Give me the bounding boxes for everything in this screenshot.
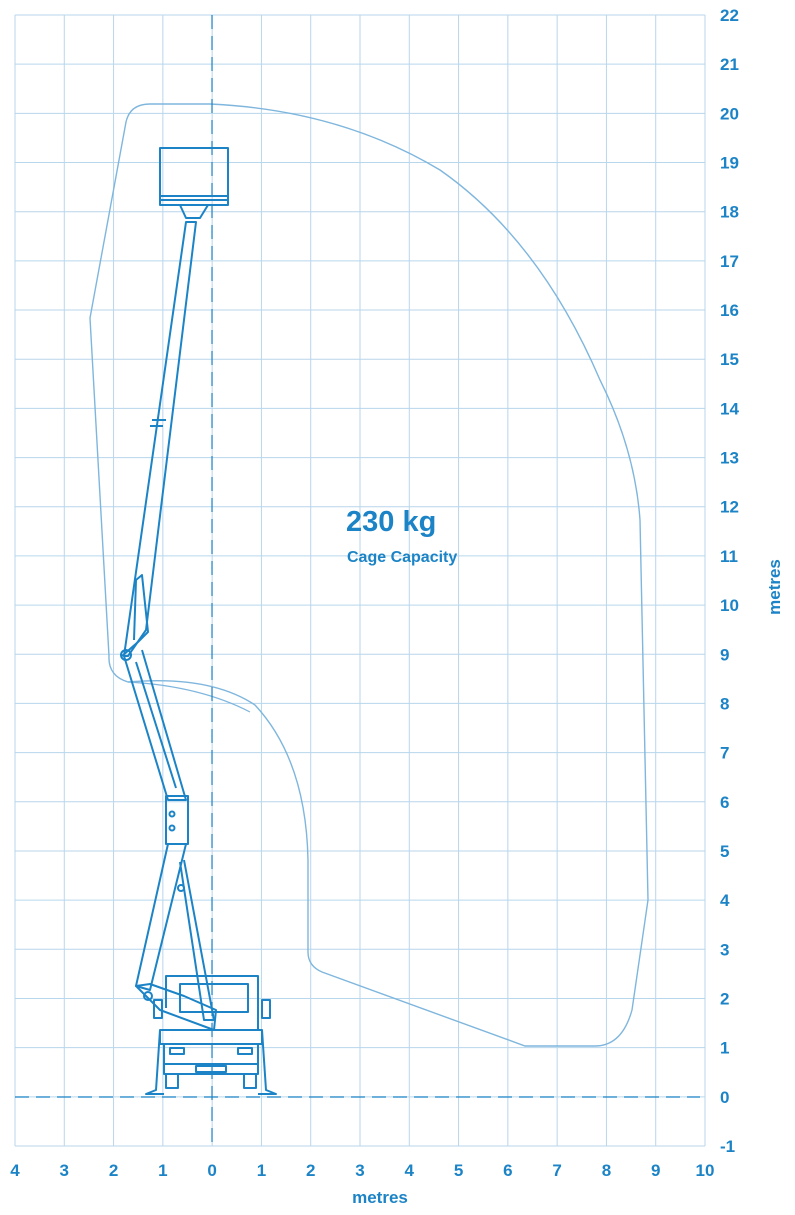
outrigger-left xyxy=(145,1029,164,1095)
y-tick-label: 14 xyxy=(720,399,739,418)
x-tick-label: 5 xyxy=(454,1161,463,1180)
cab-window xyxy=(179,983,249,1013)
x-tick-label: 1 xyxy=(158,1161,167,1180)
wheel-right xyxy=(243,1073,257,1089)
y-tick-label: 19 xyxy=(720,154,739,173)
middle-boom-link xyxy=(135,661,177,789)
y-tick-label: 3 xyxy=(720,940,729,959)
chassis xyxy=(159,1029,263,1045)
y-tick-label: 13 xyxy=(720,449,739,468)
x-tick-label: 3 xyxy=(60,1161,69,1180)
y-tick-label: 5 xyxy=(720,842,729,861)
y-tick-label: 16 xyxy=(720,301,739,320)
x-tick-label: 7 xyxy=(552,1161,561,1180)
middle-boom xyxy=(123,649,187,801)
y-tick-label: 8 xyxy=(720,694,729,713)
x-tick-label: 1 xyxy=(257,1161,266,1180)
y-tick-label: 17 xyxy=(720,252,739,271)
x-tick-label: 2 xyxy=(306,1161,315,1180)
headlight-left xyxy=(169,1047,185,1055)
y-tick-label: 6 xyxy=(720,793,729,812)
y-tick-label: 9 xyxy=(720,645,729,664)
cage-floor xyxy=(159,195,229,206)
y-tick-label: 4 xyxy=(720,891,730,910)
x-tick-label: 2 xyxy=(109,1161,118,1180)
bumper xyxy=(163,1063,259,1075)
y-axis-title: metres xyxy=(765,559,784,615)
cage-mount xyxy=(179,204,209,219)
mirror xyxy=(261,999,271,1019)
working-envelope xyxy=(89,103,649,1047)
x-tick-label: 9 xyxy=(651,1161,660,1180)
y-tick-label: 15 xyxy=(720,350,739,369)
x-tick-label: 10 xyxy=(696,1161,715,1180)
y-tick-label: 1 xyxy=(720,1039,729,1058)
y-tick-label: -1 xyxy=(720,1137,735,1156)
x-axis-title: metres xyxy=(352,1188,408,1207)
y-tick-label: 21 xyxy=(720,55,739,74)
capacity-value: 230 kg xyxy=(346,506,436,538)
cage xyxy=(159,147,229,201)
y-tick-label: 11 xyxy=(720,547,738,566)
y-tick-label: 18 xyxy=(720,203,739,222)
wheel-left xyxy=(165,1073,179,1089)
y-tick-label: 12 xyxy=(720,498,739,517)
capacity-label: Cage Capacity xyxy=(347,549,457,566)
x-tick-label: 8 xyxy=(602,1161,611,1180)
x-tick-label: 6 xyxy=(503,1161,512,1180)
jib-knuckle xyxy=(121,574,149,657)
headlight-right xyxy=(237,1047,253,1055)
boom-knee xyxy=(165,795,189,845)
x-tick-label: 4 xyxy=(405,1161,415,1180)
x-tick-label: 4 xyxy=(10,1161,20,1180)
grid xyxy=(14,14,706,1147)
lower-boom xyxy=(135,843,187,991)
x-tick-label: 0 xyxy=(207,1161,216,1180)
lower-boom-arm xyxy=(179,859,215,1021)
turret xyxy=(135,983,217,1031)
y-tick-label: 7 xyxy=(720,744,729,763)
y-tick-label: 10 xyxy=(720,596,739,615)
y-tick-label: 22 xyxy=(720,6,739,25)
mirror-left xyxy=(153,999,163,1019)
plate xyxy=(195,1065,227,1073)
y-tick-label: 0 xyxy=(720,1088,729,1107)
aerial-platform xyxy=(120,147,277,1095)
y-tick-label: 2 xyxy=(720,989,729,1008)
outrigger-right xyxy=(258,1029,277,1095)
x-tick-label: 3 xyxy=(355,1161,364,1180)
y-tick-label: 20 xyxy=(720,104,739,123)
